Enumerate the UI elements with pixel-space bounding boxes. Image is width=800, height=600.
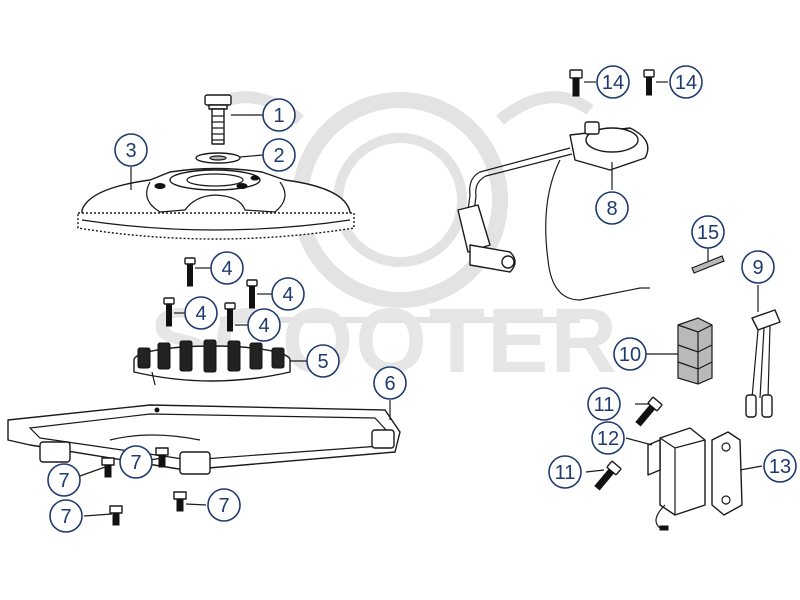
callout-c11b: 11: [548, 455, 582, 489]
callout-circle: [306, 344, 340, 378]
callout-c7d: 7: [49, 499, 83, 533]
callout-number: 11: [594, 394, 615, 416]
callout-circle: [613, 337, 647, 371]
callout-circle: [373, 366, 407, 400]
callout-circle: [47, 463, 81, 497]
callout-circle: [596, 65, 630, 99]
callout-c4b: 4: [271, 277, 305, 311]
callout-circle: [247, 308, 281, 342]
callout-number: 8: [606, 198, 617, 220]
callout-number: 6: [384, 373, 395, 395]
callout-c12: 12: [591, 421, 625, 455]
part-flange-bolt: [204, 94, 232, 145]
callout-number: 12: [597, 428, 619, 450]
callout-c4c: 4: [184, 296, 218, 330]
part-rubber-block: [677, 317, 713, 385]
callout-circle: [262, 138, 296, 172]
callout-number: 4: [221, 258, 232, 280]
callout-c7b: 7: [119, 445, 153, 479]
callout-circle: [210, 251, 244, 285]
callout-number: 1: [273, 105, 284, 127]
callout-number: 5: [317, 351, 328, 373]
callout-circle: [595, 191, 629, 225]
part-flywheel: [77, 167, 355, 240]
callout-circle: [49, 499, 83, 533]
callout-number: 15: [697, 222, 719, 244]
callout-number: 7: [60, 506, 71, 528]
callout-circle: [119, 445, 153, 479]
callout-circle: [669, 65, 703, 99]
callout-number: 2: [273, 145, 284, 167]
part-small-bolts: [163, 257, 258, 332]
callout-c3: 3: [114, 133, 148, 167]
part-gasket-plate: [711, 431, 743, 516]
callout-number: 13: [769, 456, 791, 478]
callout-circle: [691, 215, 725, 249]
part-base-plate: [7, 404, 401, 475]
callout-circle: [587, 387, 621, 421]
callout-circle: [262, 98, 296, 132]
callout-number: 7: [218, 495, 229, 517]
callout-circle: [591, 421, 625, 455]
callout-number: 4: [282, 284, 293, 306]
callout-c8: 8: [595, 191, 629, 225]
part-bolts-11: [594, 396, 663, 491]
callout-number: 10: [619, 344, 641, 366]
part-pin: [691, 255, 725, 274]
callout-number: 11: [555, 462, 576, 484]
callout-c7c: 7: [207, 488, 241, 522]
callout-number: 14: [675, 72, 697, 94]
callout-c15: 15: [691, 215, 725, 249]
callout-circle: [548, 455, 582, 489]
callout-c13: 13: [763, 449, 797, 483]
callout-number: 3: [125, 140, 136, 162]
callout-circle: [114, 133, 148, 167]
part-ignition-coil: [457, 121, 650, 301]
part-stator: [133, 339, 291, 386]
callout-c5: 5: [306, 344, 340, 378]
callout-c10: 10: [613, 337, 647, 371]
part-hex-bolts: [101, 447, 187, 526]
callout-number: 7: [58, 470, 69, 492]
callout-number: 14: [602, 72, 624, 94]
part-regulator: [647, 427, 706, 531]
callout-circle: [741, 250, 775, 284]
callout-c2: 2: [262, 138, 296, 172]
part-washer: [195, 152, 241, 164]
callout-c4d: 4: [247, 308, 281, 342]
callout-c9: 9: [741, 250, 775, 284]
callout-circle: [184, 296, 218, 330]
callout-number: 9: [752, 257, 763, 279]
callout-circle: [271, 277, 305, 311]
callout-c11a: 11: [587, 387, 621, 421]
callout-c14b: 14: [669, 65, 703, 99]
callout-number: 7: [130, 452, 141, 474]
part-sensor: [745, 309, 781, 418]
callout-number: 4: [258, 315, 269, 337]
callout-circle: [763, 449, 797, 483]
callout-number: 4: [195, 303, 206, 325]
callout-c7a: 7: [47, 463, 81, 497]
part-top-bolts: [569, 69, 655, 97]
callout-circle: [207, 488, 241, 522]
callout-c1: 1: [262, 98, 296, 132]
callout-c14a: 14: [596, 65, 630, 99]
callout-c4a: 4: [210, 251, 244, 285]
callout-c6: 6: [373, 366, 407, 400]
